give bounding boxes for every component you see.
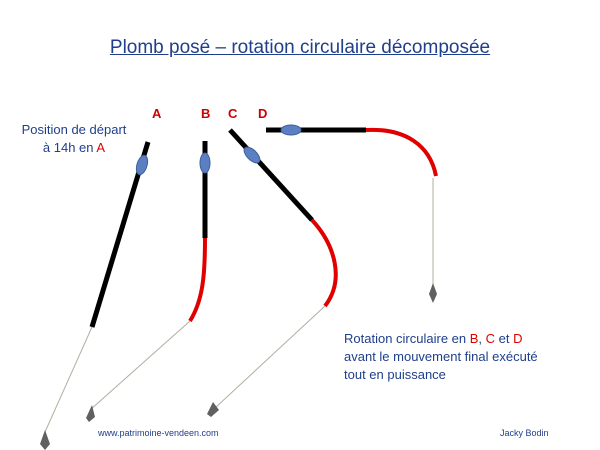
- website-footer: www.patrimoine-vendeen.com: [98, 428, 219, 438]
- rotation-letter-c: C: [485, 331, 496, 346]
- rod-a: [40, 141, 151, 450]
- author-footer: Jacky Bodin: [500, 428, 549, 438]
- start-position-text: Position de départ à 14h en A: [14, 121, 134, 157]
- rotation-sep-2: et: [495, 331, 514, 346]
- start-letter: A: [96, 140, 106, 155]
- rotation-line-3: tout en puissance: [344, 367, 446, 382]
- rotation-line-2: avant le mouvement final exécuté: [344, 349, 538, 364]
- fishing-line-c: [214, 305, 326, 409]
- label-c: C: [228, 106, 238, 121]
- rod-tip-d: [365, 127, 438, 177]
- fishing-line-b: [89, 320, 191, 411]
- rod-b: [86, 141, 211, 422]
- diagram-title: Plomb posé – rotation circulaire décompo…: [109, 37, 491, 58]
- rotation-text: Rotation circulaire en B, C et D avant l…: [344, 330, 584, 384]
- lead-weight-b: [86, 405, 95, 422]
- start-line-2-prefix: à 14h en: [42, 140, 97, 155]
- lead-weight-d: [429, 283, 437, 303]
- rod-body-c: [228, 128, 314, 222]
- rod-c: [207, 128, 338, 417]
- float-a: [135, 154, 149, 176]
- label-b: B: [201, 106, 211, 121]
- lead-weight-c: [207, 402, 219, 417]
- rotation-sep-1: ,: [478, 331, 486, 346]
- fishing-line-a: [44, 326, 93, 433]
- float-d: [280, 124, 302, 136]
- start-line-2: à 14h en A: [14, 139, 134, 157]
- rotation-prefix: Rotation circulaire en: [344, 331, 470, 346]
- rod-d: [266, 124, 438, 303]
- rotation-line-1: Rotation circulaire en B, C et D: [344, 330, 584, 348]
- rod-tip-c: [310, 218, 338, 308]
- float-b: [199, 152, 211, 174]
- start-line-1: Position de départ: [21, 122, 127, 137]
- label-a: A: [152, 106, 162, 121]
- rod-tip-b: [188, 237, 207, 323]
- lead-weight-a: [40, 430, 50, 450]
- label-d: D: [258, 106, 268, 121]
- rotation-letter-b: B: [469, 331, 479, 346]
- rotation-letter-d: D: [513, 331, 523, 346]
- float-c: [243, 146, 261, 164]
